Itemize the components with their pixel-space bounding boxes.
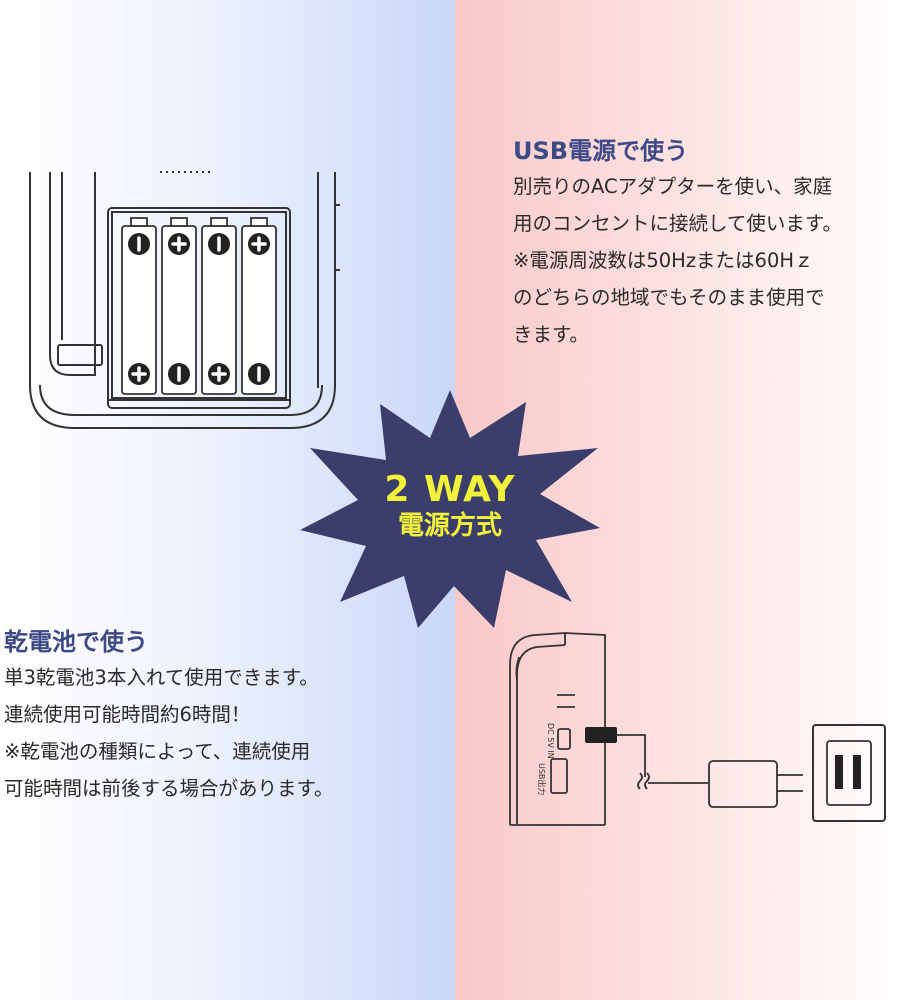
usb-line-2: 用のコンセントに接続して使います。 bbox=[513, 212, 842, 235]
usb-adapter-outlet-illustration: DC 5V IN USB出力 bbox=[509, 632, 886, 826]
usb-line-4: のどちらの地域でもそのまま使用で bbox=[513, 286, 825, 309]
usb-line-5: きます。 bbox=[513, 323, 590, 346]
dc-port-label: DC 5V IN bbox=[546, 723, 555, 759]
battery-line-1: 単3乾電池3本入れて使用できます。 bbox=[4, 666, 319, 689]
battery-line-2: 連続使用可能時間約6時間！ bbox=[4, 703, 251, 726]
battery-power-description: 単3乾電池3本入れて使用できます。 連続使用可能時間約6時間！ ※乾電池の種類に… bbox=[4, 659, 334, 807]
badge-text: 2 WAY 電源方式 bbox=[330, 470, 570, 542]
battery-line-4: 可能時間は前後する場合があります。 bbox=[4, 777, 334, 800]
usb-power-heading: USB電源で使う bbox=[513, 137, 689, 165]
battery-compartment-illustration bbox=[29, 171, 340, 429]
two-way-starburst-badge bbox=[300, 390, 600, 628]
usb-port-label: USB出力 bbox=[537, 763, 547, 795]
usb-line-3: ※電源周波数は50Hzまたは60Hｚ bbox=[513, 249, 814, 272]
badge-title: 2 WAY bbox=[384, 469, 516, 510]
badge-subtitle: 電源方式 bbox=[397, 511, 502, 541]
battery-power-heading: 乾電池で使う bbox=[4, 628, 148, 656]
usb-power-description: 別売りのACアダプターを使い、家庭 用のコンセントに接続して使います。 ※電源周… bbox=[513, 168, 842, 353]
usb-line-1: 別売りのACアダプターを使い、家庭 bbox=[513, 175, 833, 198]
battery-line-3: ※乾電池の種類によって、連続使用 bbox=[4, 740, 311, 763]
